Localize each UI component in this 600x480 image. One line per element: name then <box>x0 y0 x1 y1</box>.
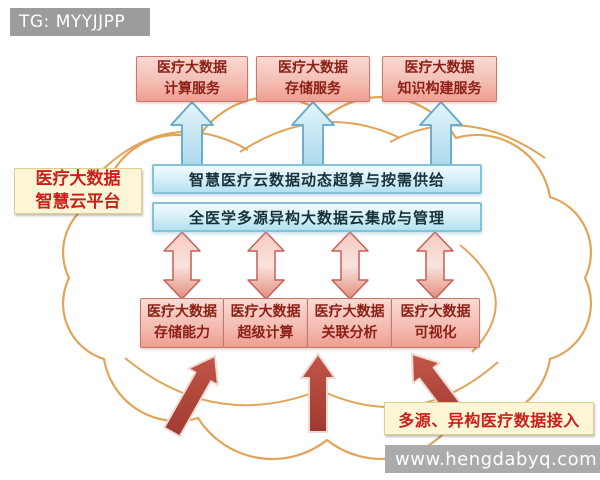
capability-box-visualization: 医疗大数据 可视化 <box>391 298 480 348</box>
capability-box-storage-line2: 存储能力 <box>154 325 210 341</box>
capability-box-supercomputing-line2: 超级计算 <box>237 325 294 341</box>
capability-box-correlation-line2: 关联分析 <box>321 325 378 341</box>
capability-box-supercomputing-line1: 医疗大数据 <box>230 304 301 320</box>
cloud-layer-integration-bar: 全医学多源异构大数据云集成与管理 <box>152 202 482 232</box>
service-box-knowledge-line1: 医疗大数据 <box>404 60 475 76</box>
site-watermark: www.hengdabyq.com <box>385 445 600 473</box>
up-arrow-storage-service-icon <box>291 101 335 171</box>
capability-box-storage-line1: 医疗大数据 <box>147 304 217 320</box>
service-box-knowledge-line2: 知识构建服务 <box>397 81 482 97</box>
capability-box-correlation-line1: 医疗大数据 <box>314 304 385 320</box>
capability-box-storage: 医疗大数据 存储能力 <box>140 298 224 348</box>
service-box-storage-line1: 医疗大数据 <box>278 60 348 76</box>
capability-box-correlation: 医疗大数据 关联分析 <box>307 298 392 348</box>
up-arrow-knowledge-service-icon <box>419 101 463 171</box>
service-box-storage-line2: 存储服务 <box>285 81 341 97</box>
capability-box-supercomputing: 医疗大数据 超级计算 <box>223 298 308 348</box>
tag-watermark-text: TG: MYYJJPP <box>19 12 126 32</box>
up-arrow-compute-service-icon <box>170 101 214 171</box>
data-input-arrow-left-icon <box>163 355 219 438</box>
platform-label-line1: 医疗大数据 <box>35 169 121 190</box>
data-access-label: 多源、异构医疗数据接入 <box>384 402 594 435</box>
platform-label: 医疗大数据 智慧云平台 <box>14 168 142 214</box>
service-box-compute: 医疗大数据 计算服务 <box>136 56 248 102</box>
site-watermark-text: www.hengdabyq.com <box>395 448 598 470</box>
tag-watermark: TG: MYYJJPP <box>10 8 150 36</box>
cloud-layer-integration-label: 全医学多源异构大数据云集成与管理 <box>188 208 445 227</box>
capability-box-visualization-line1: 医疗大数据 <box>400 304 471 320</box>
service-box-storage: 医疗大数据 存储服务 <box>256 56 370 102</box>
capability-box-visualization-line2: 可视化 <box>414 325 457 341</box>
service-box-compute-line1: 医疗大数据 <box>157 60 227 76</box>
service-box-compute-line2: 计算服务 <box>164 81 220 97</box>
data-input-arrow-middle-icon <box>300 353 336 433</box>
data-access-label-text: 多源、异构医疗数据接入 <box>398 410 580 430</box>
platform-label-line2: 智慧云平台 <box>35 192 121 212</box>
service-box-knowledge: 医疗大数据 知识构建服务 <box>382 56 497 102</box>
cloud-layer-supply-label: 智慧医疗云数据动态超算与按需供给 <box>188 170 445 189</box>
cloud-layer-supply-bar: 智慧医疗云数据动态超算与按需供给 <box>152 164 482 194</box>
